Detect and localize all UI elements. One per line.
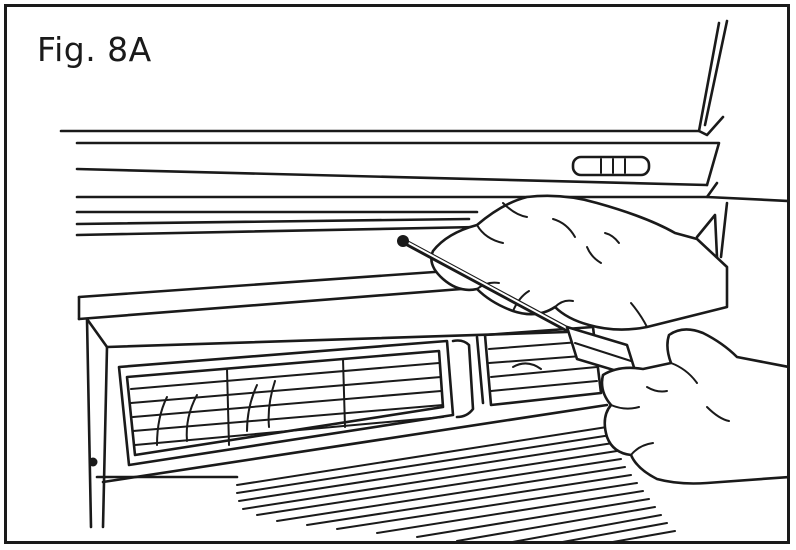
lower-hand [600,328,787,485]
bottom-louvers [101,403,676,541]
upper-panel [59,19,787,237]
left-grille [117,339,455,467]
figure-frame: Fig. 8A [4,4,790,544]
slot-vent-icon [571,155,651,177]
center-divider [451,335,485,419]
right-grille [483,325,603,407]
probe-tool-icon [397,235,639,379]
right-side-panel [695,201,729,259]
cabinet-left-side [85,317,239,529]
illustration [59,19,787,541]
upper-hand [430,194,729,331]
figure-label: Fig. 8A [37,30,152,69]
